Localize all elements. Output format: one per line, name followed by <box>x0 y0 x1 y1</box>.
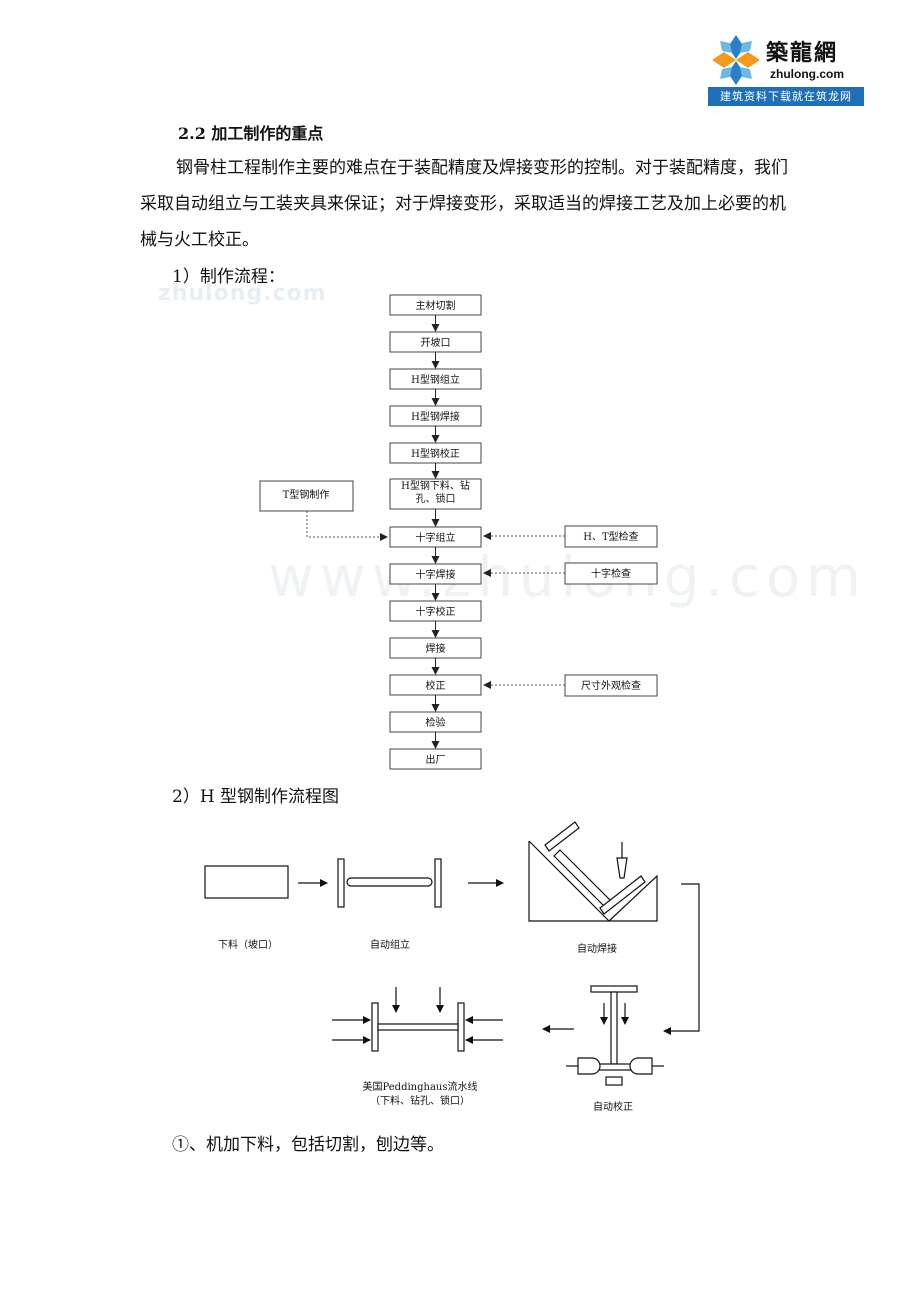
roller-icon <box>577 1057 601 1075</box>
intro-paragraph: 钢骨柱工程制作主要的难点在于装配精度及焊接变形的控制。对于装配精度，我们采取自动… <box>140 150 790 258</box>
diagram-label-correction: 自动校正 <box>593 1100 633 1113</box>
flow-step-label: H型钢焊接 <box>411 410 460 423</box>
flow-step-label: H型钢校正 <box>411 447 460 460</box>
flow-step-label: 十字焊接 <box>416 568 456 581</box>
diagram-label-assembly: 自动组立 <box>370 938 410 951</box>
flow-step-label: H型钢下料、钻孔、锁口 <box>401 481 470 505</box>
roller-icon <box>629 1057 653 1075</box>
logo-name: 築龍網 <box>766 41 839 66</box>
diagram-label-welding: 自动焊接 <box>577 942 617 955</box>
diagram-label-line-detail: （下料、钻孔、锁口） <box>370 1094 470 1107</box>
diagram-label-line-name: 美国Peddinghaus流水线 <box>362 1080 477 1093</box>
line-flange <box>457 1002 465 1052</box>
h-steel-section-title: 2）H 型钢制作流程图 <box>172 787 340 807</box>
assembly-flange <box>337 858 345 908</box>
flow-step-box <box>389 478 482 510</box>
diagram-label-cutting: 下料（坡口） <box>218 938 278 951</box>
zhulong-logo[interactable]: 築龍網 zhulong.com 建筑资料下载就在筑龙网 <box>708 33 864 107</box>
assembly-web <box>346 877 433 887</box>
production-flowchart: 主材切割 开坡口 H型钢组立 H型钢焊接 H型钢校正 H型钢下料、钻孔、锁口 十… <box>259 294 658 770</box>
check-label: 尺寸外观检查 <box>581 679 641 692</box>
section-heading: 2.2 加工制作的重点 <box>178 124 324 143</box>
flow-step-label: 十字校正 <box>416 605 456 618</box>
flow-step-box <box>389 748 482 770</box>
flow-step-label: 开坡口 <box>421 336 451 349</box>
watermark-small: zhulong.com <box>158 281 327 306</box>
h-steel-process-diagram: 下料（坡口） 自动组立 自动焊接 美国Peddinghaus流水线 （下料、钻孔… <box>204 821 700 1113</box>
check-label: H、T型检查 <box>583 530 638 543</box>
check-label: 十字检查 <box>591 567 631 580</box>
flow-step-label: H型钢组立 <box>411 373 460 386</box>
watermark-large: www.zhulong.com <box>268 545 867 610</box>
cutting-plate <box>204 865 289 899</box>
flow-step-label: 焊接 <box>426 642 446 655</box>
logo-mark-icon <box>712 35 760 85</box>
flow-step-label: 主材切割 <box>416 299 456 312</box>
flow-step-label: 十字组立 <box>416 531 456 544</box>
flow-step-label: 校正 <box>426 679 446 692</box>
step-item-1: ①、机加下料，包括切割，刨边等。 <box>172 1135 444 1155</box>
t-steel-label: T型钢制作 <box>283 488 330 501</box>
line-web <box>377 1023 459 1031</box>
intro-paragraph-text: 钢骨柱工程制作主要的难点在于装配精度及焊接变形的控制。对于装配精度，我们采取自动… <box>140 158 788 250</box>
flow-step-label: 出厂 <box>426 753 446 766</box>
welding-fixture <box>528 841 658 922</box>
t-steel-box <box>259 480 354 512</box>
flow-section-title: 1）制作流程： <box>172 267 285 287</box>
logo-tagline: 建筑资料下载就在筑龙网 <box>708 87 864 106</box>
flow-step-label: 检验 <box>426 716 446 729</box>
logo-domain: zhulong.com <box>770 67 844 81</box>
correction-flange <box>590 985 638 993</box>
assembly-flange <box>434 858 442 908</box>
line-flange <box>371 1002 379 1052</box>
